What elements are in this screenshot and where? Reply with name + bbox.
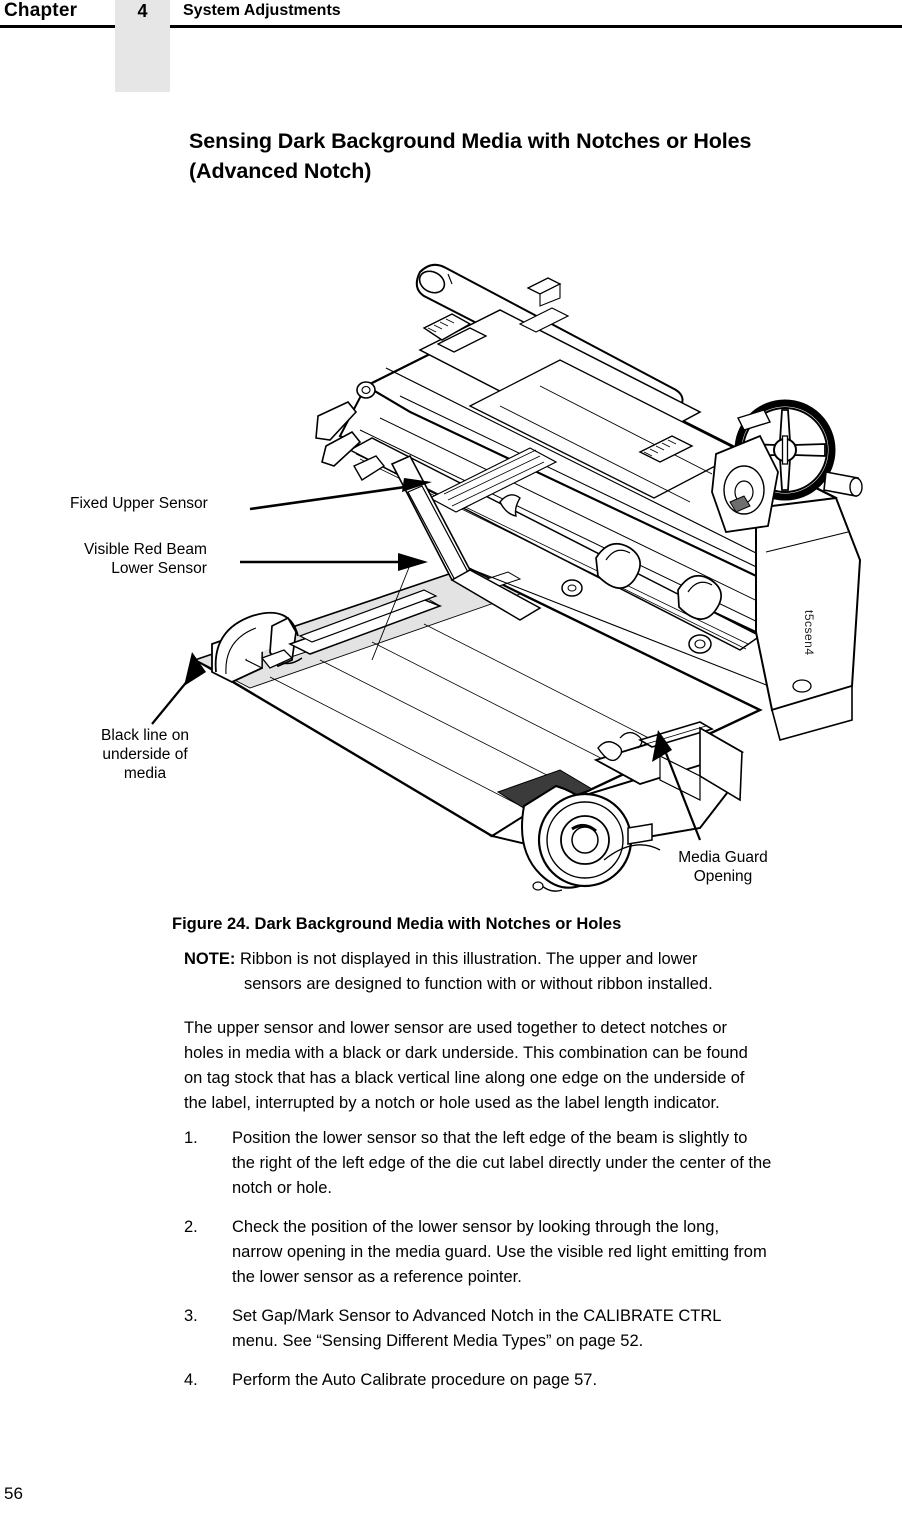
step-text-line1: Perform the Auto Calibrate procedure on … (232, 1371, 598, 1389)
callout-black-line-line2: on underside (102, 727, 189, 763)
step-text-line2: menu. See “Sensing Different Media Types… (232, 1332, 644, 1350)
step-text: Position the lower sensor so that the le… (232, 1126, 884, 1201)
list-item: 1. Position the lower sensor so that the… (184, 1126, 884, 1201)
step-text-line3: the lower sensor as a reference pointer. (232, 1268, 522, 1286)
step-number: 4. (184, 1371, 198, 1389)
list-item: 3. Set Gap/Mark Sensor to Advanced Notch… (184, 1304, 884, 1354)
list-item: 4. Perform the Auto Calibrate procedure … (184, 1368, 884, 1393)
step-text-line1: Check the position of the lower sensor b… (232, 1218, 720, 1236)
step-text-line2: the right of the left edge of the die cu… (232, 1154, 772, 1172)
step-text-line2: narrow opening in the media guard. Use t… (232, 1243, 767, 1261)
step-text: Perform the Auto Calibrate procedure on … (232, 1368, 884, 1393)
step-text: Set Gap/Mark Sensor to Advanced Notch in… (232, 1304, 884, 1354)
step-text-line1: Position the lower sensor so that the le… (232, 1129, 748, 1147)
callout-black-line-line1: Black line (101, 727, 168, 744)
step-text: Check the position of the lower sensor b… (232, 1215, 884, 1290)
step-text-line3: notch or hole. (232, 1179, 332, 1197)
header-section-title: System Adjustments (183, 2, 341, 19)
note-text-line2: sensors are designed to function with or… (244, 975, 713, 993)
header-rule-right (170, 25, 902, 28)
callout-media-guard-opening: Media Guard Opening (648, 848, 798, 886)
section-heading-line1: Sensing Dark Background Media with Notch… (189, 129, 752, 153)
callout-black-line: Black line on underside of media (80, 726, 210, 783)
steps-list: 1. Position the lower sensor so that the… (184, 1126, 884, 1407)
body-paragraph: The upper sensor and lower sensor are us… (184, 1016, 874, 1116)
step-number: 2. (184, 1218, 198, 1236)
leader-media-guard (652, 730, 702, 841)
figure-id-label: t5csen4 (802, 610, 816, 656)
body-paragraph-line2: holes in media with a black or dark unde… (184, 1044, 748, 1062)
body-paragraph-line1: The upper sensor and lower sensor are us… (184, 1019, 727, 1037)
list-item: 2. Check the position of the lower senso… (184, 1215, 884, 1290)
callout-lower-sensor: Visible Red Beam Lower Sensor (84, 540, 207, 578)
callout-media-guard-line2: Opening (693, 868, 753, 885)
note-label: NOTE: (184, 950, 236, 968)
callout-lower-sensor-line2: Lower Sensor (111, 560, 207, 577)
callout-lower-sensor-line1: Visible Red Beam (84, 541, 207, 558)
note-text-line1: Ribbon is not displayed in this illustra… (239, 950, 698, 968)
header-chapter-word: Chapter (4, 0, 78, 21)
page-number: 56 (4, 1484, 23, 1503)
figure-block: Fixed Upper Sensor Visible Red Beam Lowe… (0, 240, 902, 900)
leader-lower-sensor (240, 553, 428, 571)
chapter-thumb-tab (115, 0, 170, 92)
step-text-line1: Set Gap/Mark Sensor to Advanced Notch in… (232, 1307, 722, 1325)
step-number: 1. (184, 1129, 198, 1147)
leader-black-line (151, 652, 206, 725)
printer-mechanism-illustration (151, 263, 863, 892)
body-paragraph-line3: on tag stock that has a black vertical l… (184, 1069, 745, 1087)
body-paragraph-line4: the label, interrupted by a notch or hol… (184, 1094, 720, 1112)
section-heading: Sensing Dark Background Media with Notch… (189, 126, 879, 186)
note-block: NOTE: Ribbon is not displayed in this il… (184, 947, 884, 997)
header-chapter-number: 4 (137, 1, 148, 21)
callout-media-guard-line1: Media Guard (678, 849, 768, 866)
callout-fixed-upper-sensor: Fixed Upper Sensor (70, 495, 208, 512)
leader-fixed-upper-sensor (249, 478, 432, 511)
step-number: 3. (184, 1307, 198, 1325)
figure-caption: Figure 24. Dark Background Media with No… (172, 915, 622, 933)
header-rule-left (0, 25, 115, 28)
page-header: Chapter 4 System Adjustments (0, 0, 902, 96)
callout-black-line-line3: of media (123, 746, 188, 782)
section-heading-line2: (Advanced Notch) (189, 159, 372, 183)
